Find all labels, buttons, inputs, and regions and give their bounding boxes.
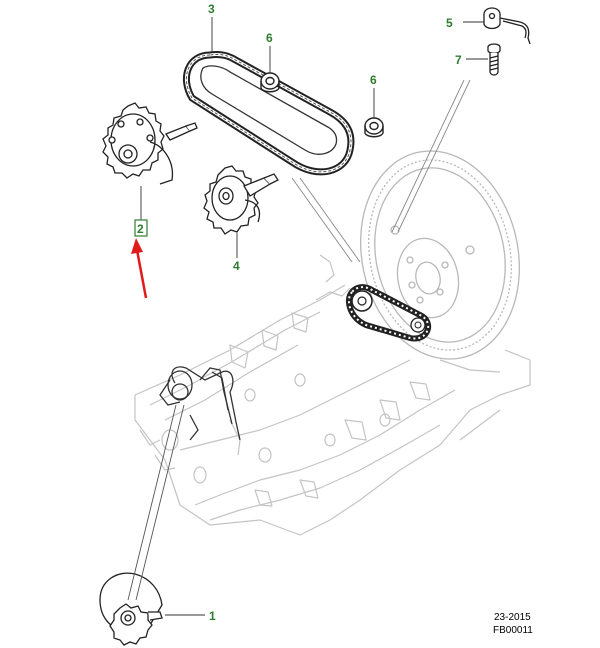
flywheel	[359, 150, 521, 360]
oil-pump-chain-installed	[345, 284, 432, 342]
crank-sprocket-part-1	[99, 572, 163, 646]
sprocket-part-4	[203, 165, 279, 235]
bolt-part-7	[487, 43, 501, 76]
callout-6-top[interactable]: 6	[266, 31, 273, 45]
callout-7[interactable]: 7	[455, 53, 462, 67]
callout-2[interactable]: 2	[137, 222, 144, 236]
bush-part-6-right	[364, 117, 384, 138]
callout-numbers: 1 2 3 4 5 6 6 7	[137, 2, 462, 623]
callout-6-right[interactable]: 6	[370, 73, 377, 87]
sensor-part-5	[483, 7, 531, 45]
callout-3[interactable]: 3	[208, 2, 215, 16]
callout-2-highlight-box	[134, 219, 148, 237]
callout-1[interactable]: 1	[209, 609, 216, 623]
bush-part-6-top	[260, 72, 280, 93]
red-arrow-indicator	[131, 238, 148, 299]
timing-chain-part-3	[182, 50, 355, 176]
callout-4[interactable]: 4	[233, 259, 240, 273]
date-code: 23-2015	[494, 612, 531, 623]
callout-5[interactable]: 5	[446, 16, 453, 30]
leader-lines	[127, 17, 488, 616]
sprocket-part-2	[102, 102, 198, 185]
crank-sprocket-installed	[159, 366, 241, 441]
figure-code: FB00011	[493, 625, 533, 636]
engine-block-outline	[134, 254, 531, 536]
